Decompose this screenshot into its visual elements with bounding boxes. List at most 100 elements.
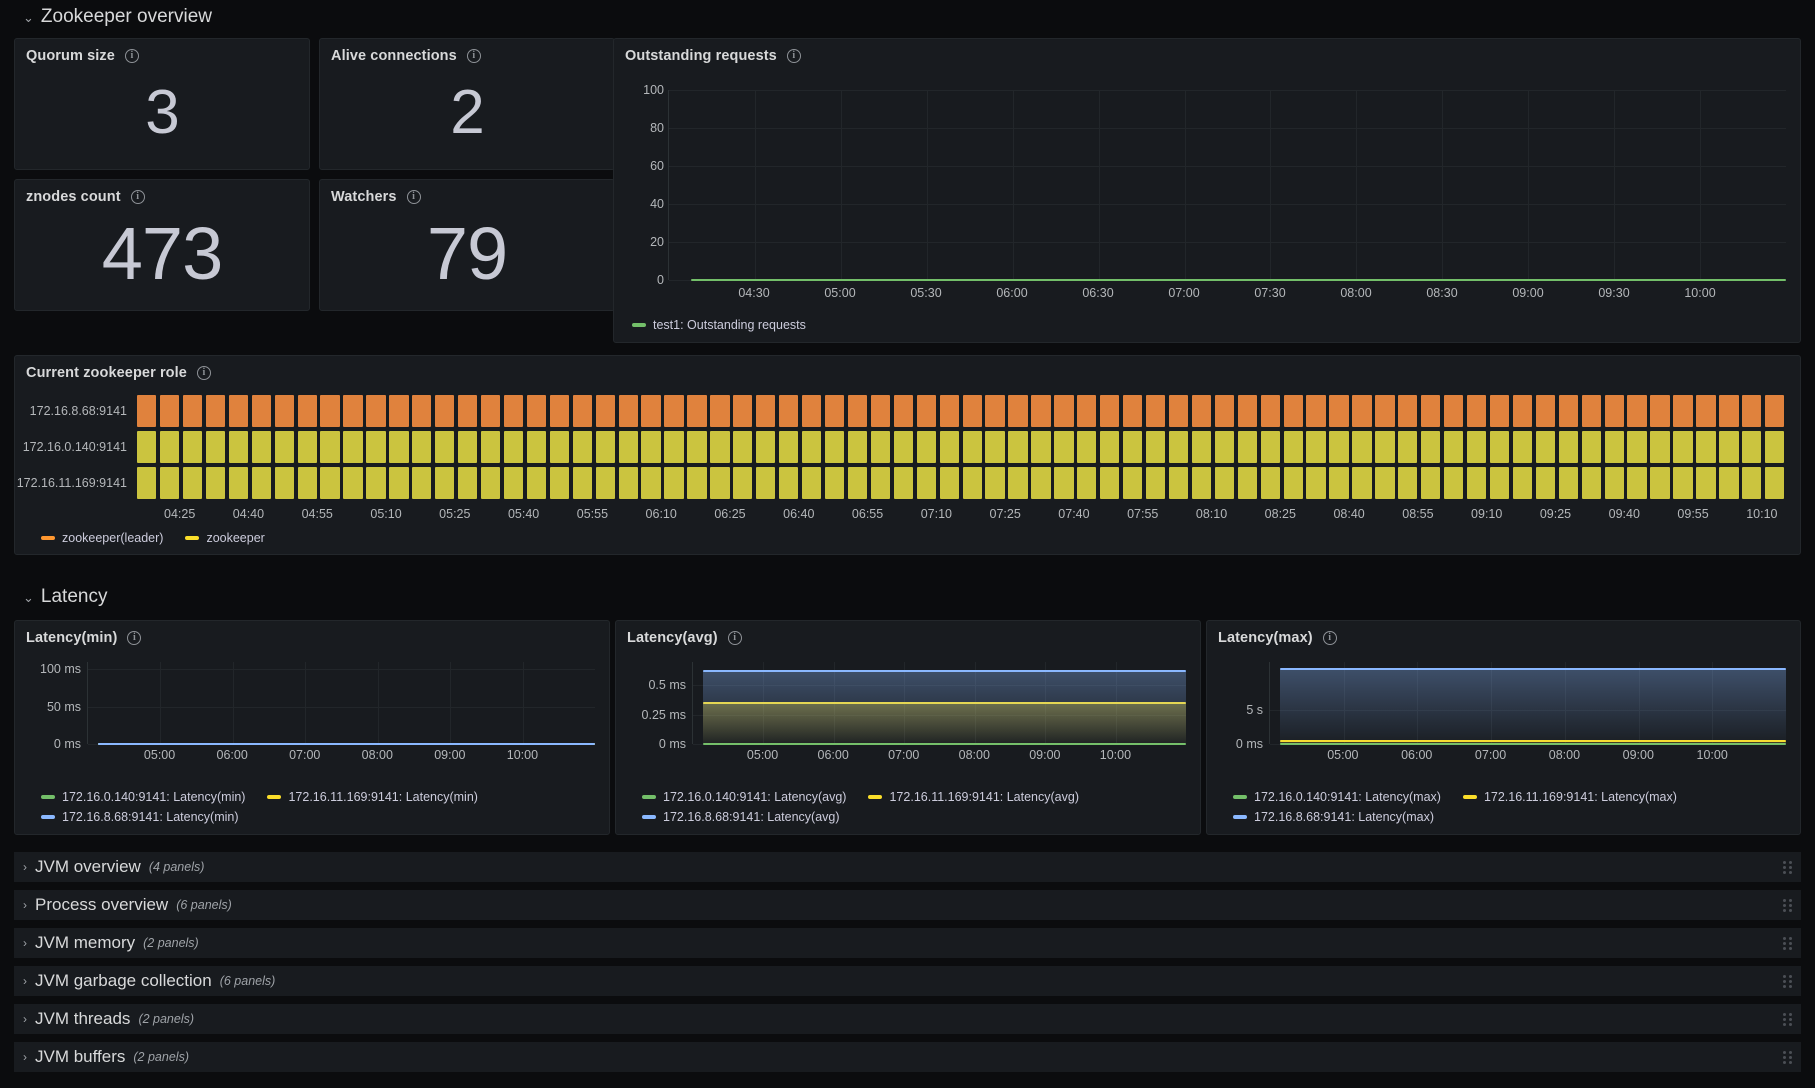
state-cell[interactable]	[824, 431, 845, 463]
state-cell[interactable]	[572, 431, 592, 463]
state-cell[interactable]	[1535, 467, 1556, 499]
state-cell[interactable]	[251, 431, 271, 463]
legend-item[interactable]: 172.16.0.140:9141: Latency(min)	[41, 790, 245, 804]
state-cell[interactable]	[182, 395, 203, 427]
drag-handle-icon[interactable]	[1781, 1049, 1793, 1065]
state-cell[interactable]	[228, 467, 249, 499]
state-cell[interactable]	[1742, 395, 1762, 427]
state-cell[interactable]	[320, 467, 340, 499]
state-cell[interactable]	[274, 395, 294, 427]
state-cell[interactable]	[1581, 395, 1601, 427]
legend-item[interactable]: 172.16.0.140:9141: Latency(max)	[1233, 790, 1441, 804]
state-cell[interactable]	[1719, 395, 1739, 427]
state-cell[interactable]	[641, 395, 661, 427]
state-cell[interactable]	[779, 431, 799, 463]
state-cell[interactable]	[641, 467, 661, 499]
state-cell[interactable]	[205, 467, 226, 499]
state-cell[interactable]	[366, 395, 386, 427]
state-cell[interactable]	[297, 395, 317, 427]
state-cell[interactable]	[664, 467, 684, 499]
state-cell[interactable]	[1329, 431, 1349, 463]
state-cell[interactable]	[1673, 467, 1693, 499]
state-cell[interactable]	[1077, 395, 1097, 427]
state-cell[interactable]	[618, 395, 638, 427]
info-icon[interactable]: i	[466, 49, 481, 63]
legend-item[interactable]: 172.16.0.140:9141: Latency(avg)	[642, 790, 846, 804]
legend-item[interactable]: test1: Outstanding requests	[632, 318, 806, 332]
state-cell[interactable]	[572, 395, 592, 427]
state-cell[interactable]	[756, 431, 776, 463]
state-cell[interactable]	[595, 431, 615, 463]
state-cell[interactable]	[1329, 467, 1349, 499]
state-cell[interactable]	[159, 431, 180, 463]
state-cell[interactable]	[435, 395, 455, 427]
state-cell[interactable]	[779, 395, 799, 427]
state-cell[interactable]	[137, 467, 157, 499]
state-cell[interactable]	[503, 467, 524, 499]
state-cell[interactable]	[1489, 395, 1510, 427]
info-icon[interactable]: i	[124, 49, 139, 63]
state-cell[interactable]	[549, 395, 570, 427]
state-cell[interactable]	[1627, 467, 1647, 499]
state-cell[interactable]	[1650, 395, 1670, 427]
state-cell[interactable]	[756, 395, 776, 427]
state-cell[interactable]	[1260, 467, 1280, 499]
state-cell[interactable]	[137, 431, 157, 463]
state-cell[interactable]	[985, 431, 1005, 463]
state-cell[interactable]	[159, 467, 180, 499]
state-cell[interactable]	[1008, 395, 1028, 427]
state-cell[interactable]	[1765, 431, 1785, 463]
state-cell[interactable]	[595, 467, 615, 499]
state-cell[interactable]	[1054, 431, 1074, 463]
state-cell[interactable]	[733, 395, 753, 427]
state-cell[interactable]	[1352, 467, 1372, 499]
state-cell[interactable]	[1696, 467, 1716, 499]
state-cell[interactable]	[1054, 467, 1074, 499]
state-cell[interactable]	[939, 467, 959, 499]
state-cell[interactable]	[1168, 467, 1189, 499]
state-cell[interactable]	[710, 395, 730, 427]
state-cell[interactable]	[1306, 431, 1326, 463]
state-cell[interactable]	[1191, 431, 1212, 463]
state-cell[interactable]	[710, 467, 730, 499]
state-cell[interactable]	[916, 431, 936, 463]
state-cell[interactable]	[274, 467, 294, 499]
state-cell[interactable]	[1696, 395, 1716, 427]
info-icon[interactable]: i	[406, 190, 421, 204]
state-cell[interactable]	[1054, 395, 1074, 427]
state-cell[interactable]	[1283, 431, 1303, 463]
state-cell[interactable]	[1604, 467, 1624, 499]
state-cell[interactable]	[1237, 431, 1257, 463]
state-cell[interactable]	[1100, 395, 1120, 427]
state-cell[interactable]	[893, 395, 913, 427]
state-cell[interactable]	[1444, 467, 1464, 499]
drag-handle-icon[interactable]	[1781, 1011, 1793, 1027]
state-cell[interactable]	[1306, 467, 1326, 499]
state-cell[interactable]	[343, 467, 363, 499]
state-cell[interactable]	[205, 395, 226, 427]
state-cell[interactable]	[503, 431, 524, 463]
state-cell[interactable]	[182, 467, 203, 499]
state-cell[interactable]	[1145, 431, 1166, 463]
panel-current-zookeeper-role[interactable]: Current zookeeper role i 172.16.8.68:914…	[14, 355, 1801, 555]
state-cell[interactable]	[205, 431, 226, 463]
info-icon[interactable]: i	[1322, 631, 1337, 645]
state-cell[interactable]	[1444, 395, 1464, 427]
state-cell[interactable]	[412, 395, 432, 427]
legend-item[interactable]: 172.16.8.68:9141: Latency(avg)	[642, 810, 840, 824]
collapsed-row-jvm-memory[interactable]: ›JVM memory(2 panels)	[14, 928, 1801, 958]
state-cell[interactable]	[1375, 395, 1395, 427]
state-cell[interactable]	[893, 467, 913, 499]
state-cell[interactable]	[1581, 431, 1601, 463]
state-cell[interactable]	[366, 467, 386, 499]
state-cell[interactable]	[1145, 395, 1166, 427]
state-cell[interactable]	[1489, 431, 1510, 463]
state-cell[interactable]	[1008, 467, 1028, 499]
state-cell[interactable]	[1260, 395, 1280, 427]
state-cell[interactable]	[1168, 431, 1189, 463]
state-cell[interactable]	[1604, 395, 1624, 427]
state-cell[interactable]	[366, 431, 386, 463]
